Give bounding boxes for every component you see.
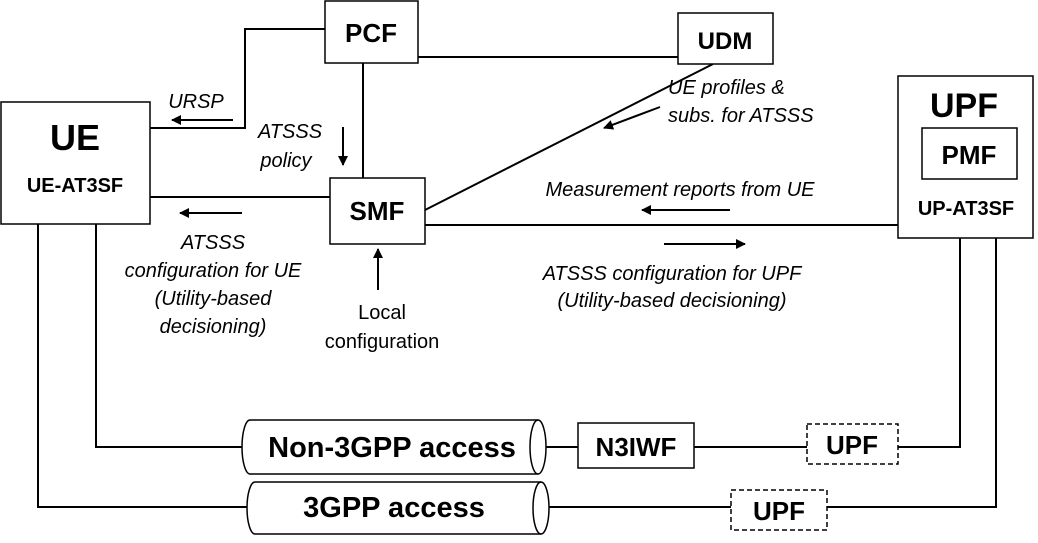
3gpp-access-label: 3GPP access [303, 492, 485, 524]
ue-profiles-line-2: subs. for ATSSS [668, 105, 814, 127]
local-config-line-2: configuration [325, 331, 440, 353]
arrow-ue-profiles [603, 106, 661, 130]
upf-non3gpp-label: UPF [826, 430, 878, 460]
upf-main-label: UPF [930, 87, 998, 125]
measurement-reports-label: Measurement reports from UE [546, 179, 816, 201]
atsss-config-ue-line-4: decisioning) [160, 316, 267, 338]
upf-3gpp-label: UPF [753, 496, 805, 526]
pmf-box [921, 127, 1018, 180]
pcf-label: PCF [345, 18, 397, 48]
udm-label: UDM [698, 28, 753, 55]
atsss-config-upf-line-2: (Utility-based decisioning) [558, 290, 787, 312]
atsss-config-upf-line-1: ATSSS configuration for UPF [542, 263, 803, 285]
atsss-config-ue-line-3: (Utility-based [155, 288, 273, 310]
non3gpp-access-tube [241, 419, 547, 475]
line-udm-smf [424, 63, 714, 211]
smf-box [329, 177, 426, 245]
line-ue-3gpp [37, 224, 248, 508]
atsss-policy-line-1: ATSSS [257, 121, 323, 143]
upf-3gpp-box [730, 489, 828, 531]
n3iwf-box [577, 422, 695, 469]
arrows [171, 106, 746, 290]
atsss-config-ue-line-1: ATSSS [180, 232, 246, 254]
line-ue-non3gpp [95, 224, 243, 448]
ursp-label: URSP [168, 91, 224, 113]
connection-lines [37, 28, 997, 508]
atsss-policy-line-2: policy [259, 150, 312, 172]
pcf-box [324, 0, 419, 64]
smf-label: SMF [350, 196, 405, 226]
line-upf-to-main-upf-3gpp [827, 238, 997, 508]
pmf-label: PMF [942, 140, 997, 170]
line-ue-pcf [150, 28, 325, 129]
upf-non3gpp-box [806, 423, 899, 465]
ue-at3sf-label: UE-AT3SF [27, 175, 123, 197]
non3gpp-access-label: Non-3GPP access [268, 432, 516, 464]
3gpp-access-tube [246, 481, 550, 535]
line-upf-to-main-upf-non3gpp [898, 238, 961, 448]
ue-label: UE [50, 117, 100, 158]
udm-box [677, 12, 774, 65]
ue-profiles-line-1: UE profiles & [668, 77, 785, 99]
atsss-config-ue-line-2: configuration for UE [125, 260, 302, 282]
up-at3sf-label: UP-AT3SF [918, 198, 1014, 220]
ue-box [0, 101, 151, 225]
local-config-line-1: Local [358, 302, 406, 324]
n3iwf-label: N3IWF [596, 432, 677, 462]
